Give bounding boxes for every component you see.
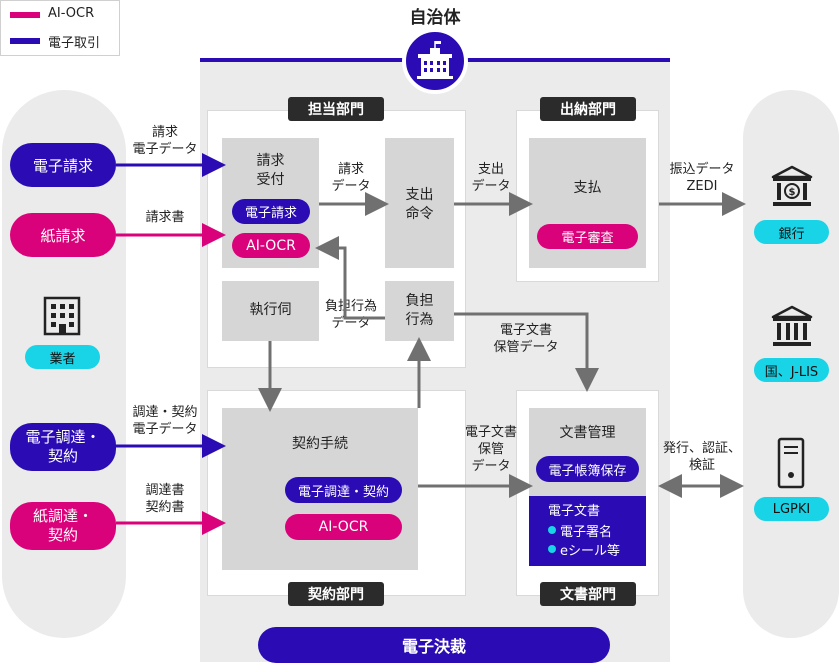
svg-text:$: $ [789, 187, 796, 198]
burden-box [385, 281, 454, 341]
legend-label-ai-ocr: AI-OCR [48, 6, 95, 21]
bullet-dot-1 [548, 526, 556, 534]
bank-icon: $ [769, 164, 815, 210]
invoice-doc-label: 請求書 [145, 210, 185, 225]
e-procure-vendor-pill: 電子調達・ 契約 [10, 423, 116, 471]
issue-label: 発行、認証、 検証 [662, 441, 741, 473]
transfer-label: 振込データ ZEDI [669, 162, 735, 194]
doc-storage-flow-label-2: 電子文書 保管 データ [464, 425, 517, 474]
invoice-data-label: 請求 電子データ [132, 125, 198, 157]
e-invoice-vendor-pill: 電子請求 [10, 143, 116, 187]
e-ledger-pill: 電子帳簿保存 [536, 456, 639, 482]
dept-suitou-label: 出納部門 [540, 97, 636, 121]
legend-swatch-e-trade [10, 38, 40, 44]
paper-procure-vendor-pill: 紙調達・ 契約 [10, 502, 116, 550]
municipality-title: 自治体 [409, 8, 461, 28]
paper-invoice-vendor-pill: 紙請求 [10, 213, 116, 257]
invoice-receive-title: 請求 受付 [256, 153, 285, 188]
doc-storage-flow-label: 電子文書 保管データ [493, 323, 559, 355]
gov-badge: 国、J-LIS [754, 358, 829, 382]
legend-swatch-ai-ocr [10, 12, 40, 18]
e-settlement-bar: 電子決裁 [258, 627, 610, 663]
doc-mgmt-title: 文書管理 [559, 425, 616, 441]
dept-bunsho-label: 文書部門 [540, 582, 636, 606]
procure-data-label: 調達・契約 電子データ [132, 405, 198, 437]
dept-tanto-label: 担当部門 [288, 97, 384, 121]
bank-badge: 銀行 [754, 220, 829, 244]
bullet-dot-2 [548, 545, 556, 553]
invoice-data-flow-label: 請求 データ [331, 162, 371, 194]
execution-box [222, 281, 319, 341]
e-invoice-pill: 電子請求 [232, 199, 310, 224]
lgpki-badge: LGPKI [754, 497, 829, 521]
procure-doc-label: 調達書 契約書 [145, 483, 185, 515]
expense-data-flow-label: 支出 データ [471, 162, 511, 194]
legend-label-e-trade: 電子取引 [48, 36, 101, 51]
institution-icon [769, 304, 815, 350]
vendor-badge: 業者 [25, 345, 100, 369]
e-seal-text: eシール等 [560, 544, 620, 559]
payment-order-title: 支出 命令 [405, 187, 434, 222]
payment-order-box [385, 138, 454, 268]
office-building-icon [40, 294, 84, 338]
e-sign-text: 電子署名 [560, 525, 613, 540]
e-procure-pill: 電子調達・契約 [285, 477, 402, 503]
server-icon [776, 437, 806, 489]
government-building-icon [402, 28, 468, 94]
dept-keiyaku-label: 契約部門 [288, 582, 384, 606]
legend [0, 0, 120, 56]
e-audit-pill: 電子審査 [537, 224, 638, 249]
burden-data-flow-label: 負担行為 データ [324, 299, 377, 331]
keiyaku-ai-ocr-pill: AI-OCR [285, 514, 402, 540]
execution-title: 執行伺 [249, 302, 292, 318]
e-doc-title: 電子文書 [548, 504, 601, 519]
burden-title: 負担 行為 [405, 293, 434, 328]
ai-ocr-pill: AI-OCR [232, 233, 310, 258]
contract-procedure-title: 契約手続 [292, 436, 348, 452]
payment-title: 支払 [573, 180, 602, 196]
